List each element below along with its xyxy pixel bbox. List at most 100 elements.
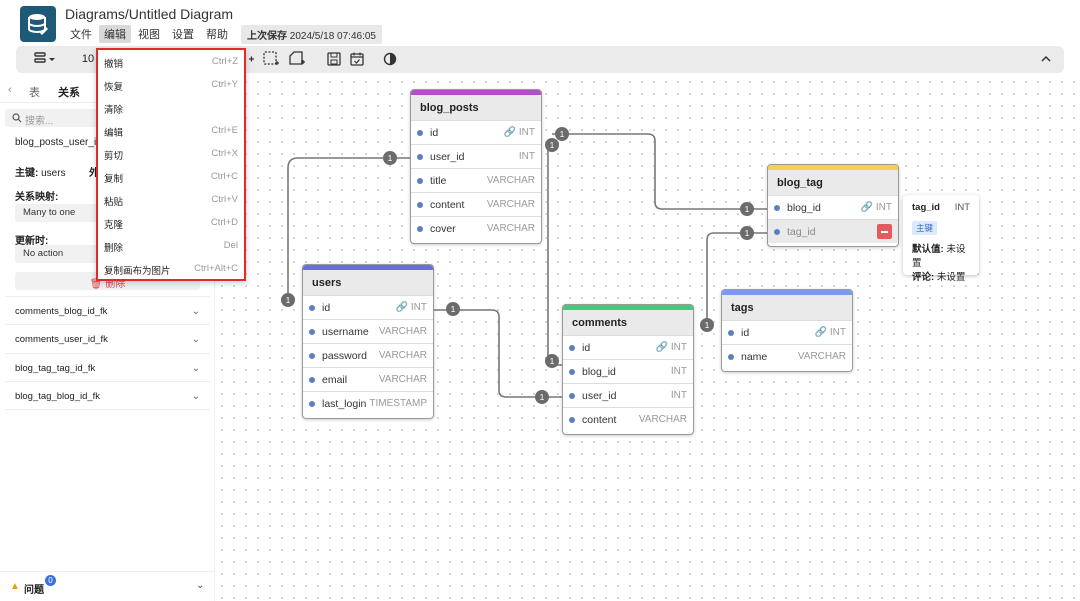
field-name: blog_id xyxy=(582,365,616,378)
key-icon: 🔗 xyxy=(860,202,874,213)
menu-help[interactable]: 帮助 xyxy=(206,29,228,41)
relation-item[interactable]: comments_user_id_fk ⌄ xyxy=(15,334,200,354)
relation-item[interactable]: blog_tag_tag_id_fk ⌄ xyxy=(15,363,200,383)
field-type: INT xyxy=(518,151,535,162)
relation-name[interactable]: blog_posts_user_id_ xyxy=(15,137,108,148)
zoom-level[interactable]: 10 xyxy=(81,53,95,65)
delete-label: 删除 xyxy=(105,279,126,290)
field-name: content xyxy=(582,413,617,426)
table-field-row[interactable]: id🔗 INT xyxy=(563,335,693,359)
chevron-down-icon: ⌄ xyxy=(191,363,200,374)
table-header[interactable]: comments xyxy=(563,305,693,335)
delete-field-button[interactable] xyxy=(877,224,892,239)
tabs-back-icon[interactable]: ‹ xyxy=(8,84,12,96)
tab-tables[interactable]: 表 xyxy=(29,87,40,99)
add-table-icon[interactable] xyxy=(248,50,254,68)
table-header[interactable]: tags xyxy=(722,290,852,320)
menu-view[interactable]: 视图 xyxy=(138,29,160,41)
cardinality-select[interactable]: Many to one xyxy=(15,204,100,222)
field-type: VARCHAR xyxy=(486,199,535,210)
table-field-row[interactable]: user_id INT xyxy=(411,144,541,168)
cardinality-label: 关系映射: xyxy=(15,192,59,203)
tooltip-type: INT xyxy=(954,202,970,213)
field-dot-icon xyxy=(417,225,423,232)
field-dot-icon xyxy=(309,328,315,335)
table-field-row[interactable]: blog_id🔗 INT xyxy=(768,195,898,219)
chevron-down-icon[interactable]: ⌄ xyxy=(196,580,205,591)
collapse-toolbar-icon[interactable] xyxy=(1038,50,1054,68)
primary-label: 主键: xyxy=(15,168,39,179)
field-dot-icon xyxy=(569,416,575,423)
table-header[interactable]: blog_tag xyxy=(768,165,898,195)
table-header[interactable]: users xyxy=(303,265,433,295)
layout-menu-icon[interactable] xyxy=(34,50,56,68)
on-update-select[interactable]: No action xyxy=(15,245,100,263)
field-name: tag_id xyxy=(787,225,816,238)
app-logo-icon[interactable] xyxy=(20,6,56,42)
menu-settings[interactable]: 设置 xyxy=(172,29,194,41)
problems-panel[interactable]: ▲ 问题 0 ⌄ xyxy=(0,571,215,601)
on-update-label: 更新时: xyxy=(15,236,49,247)
field-dot-icon xyxy=(569,392,575,399)
menu-file[interactable]: 文件 xyxy=(70,29,92,41)
calendar-check-icon[interactable] xyxy=(349,50,365,68)
tab-relations[interactable]: 关系 xyxy=(58,87,80,99)
relation-item[interactable]: comments_blog_id_fk ⌄ xyxy=(15,306,200,326)
diagram-title: Diagrams/Untitled Diagram xyxy=(65,6,234,22)
cardinality-marker: 1 xyxy=(383,151,397,165)
comment-label: 评论: xyxy=(912,272,935,283)
comment-value: 未设置 xyxy=(936,272,966,283)
table-field-row[interactable]: id🔗 INT xyxy=(411,120,541,144)
field-type: TIMESTAMP xyxy=(369,398,427,409)
field-dot-icon xyxy=(417,129,423,136)
cardinality-marker: 1 xyxy=(545,138,559,152)
table-blog-tag[interactable]: blog_tag blog_id🔗 INT tag_id xyxy=(767,164,899,247)
save-icon[interactable] xyxy=(326,50,342,68)
relation-item[interactable]: blog_tag_blog_id_fk ⌄ xyxy=(15,391,200,411)
table-field-row[interactable]: tag_id xyxy=(768,219,898,243)
table-field-row[interactable]: id🔗 INT xyxy=(722,320,852,344)
field-name: user_id xyxy=(430,150,465,163)
table-header[interactable]: blog_posts xyxy=(411,90,541,120)
add-note-icon[interactable] xyxy=(288,50,306,68)
chevron-down-icon: ⌄ xyxy=(191,391,200,402)
field-name: last_login xyxy=(322,397,367,410)
field-dot-icon xyxy=(417,201,423,208)
foreign-label-cut: 外 xyxy=(89,168,99,179)
add-area-icon[interactable] xyxy=(262,50,280,68)
tooltip-field: tag_id xyxy=(912,202,940,213)
menu-item-clear[interactable]: 清除 xyxy=(104,105,124,116)
relation-item-label: comments_user_id_fk xyxy=(15,334,108,345)
primary-key-badge: 主键 xyxy=(912,221,938,235)
theme-toggle-icon[interactable] xyxy=(382,50,398,68)
default-label: 默认值: xyxy=(912,244,944,255)
primary-row: 主键: users 外 xyxy=(15,164,99,179)
cardinality-marker: 1 xyxy=(545,354,559,368)
table-field-row[interactable]: id🔗 INT xyxy=(303,295,433,319)
menu-edit[interactable]: 编辑 xyxy=(99,25,131,43)
